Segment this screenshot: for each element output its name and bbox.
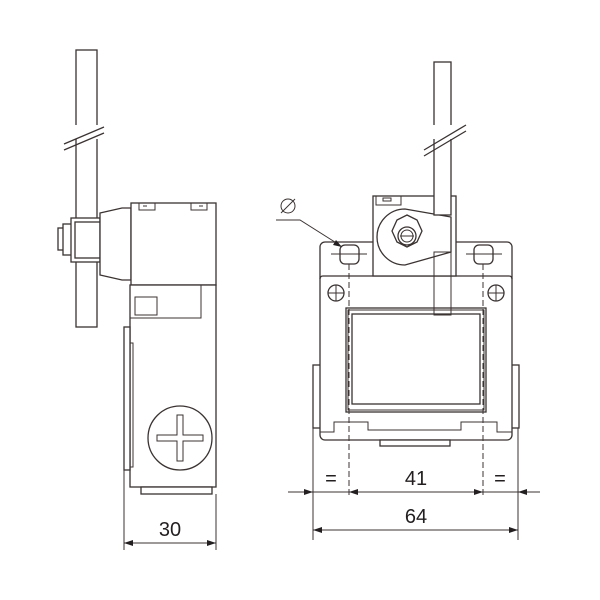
cover-screw-icon (147, 405, 213, 471)
side-head (130, 202, 217, 286)
centerlines (312, 264, 519, 540)
front-view: ⌀ 41 = = 64 (276, 61, 540, 540)
side-actuator-hub (57, 207, 132, 281)
lever-nut-icon (391, 214, 423, 248)
dimension-30: 30 (123, 470, 217, 550)
side-view: 30 (57, 49, 217, 550)
dimension-30-label: 30 (159, 519, 181, 541)
front-lever-rod (420, 61, 468, 316)
equal-mark-left: = (325, 468, 337, 490)
diameter-callout: ⌀ (276, 198, 342, 247)
dimension-64-label: 64 (405, 506, 427, 528)
side-body (123, 284, 217, 495)
equal-mark-right: = (494, 468, 506, 490)
dimension-41-label: 41 (405, 468, 427, 490)
mounting-holes (327, 244, 505, 302)
dimension-64: 64 (313, 506, 518, 533)
front-body (312, 241, 520, 447)
dimension-41: 41 = = (288, 468, 540, 495)
side-lever-rod (63, 49, 105, 328)
